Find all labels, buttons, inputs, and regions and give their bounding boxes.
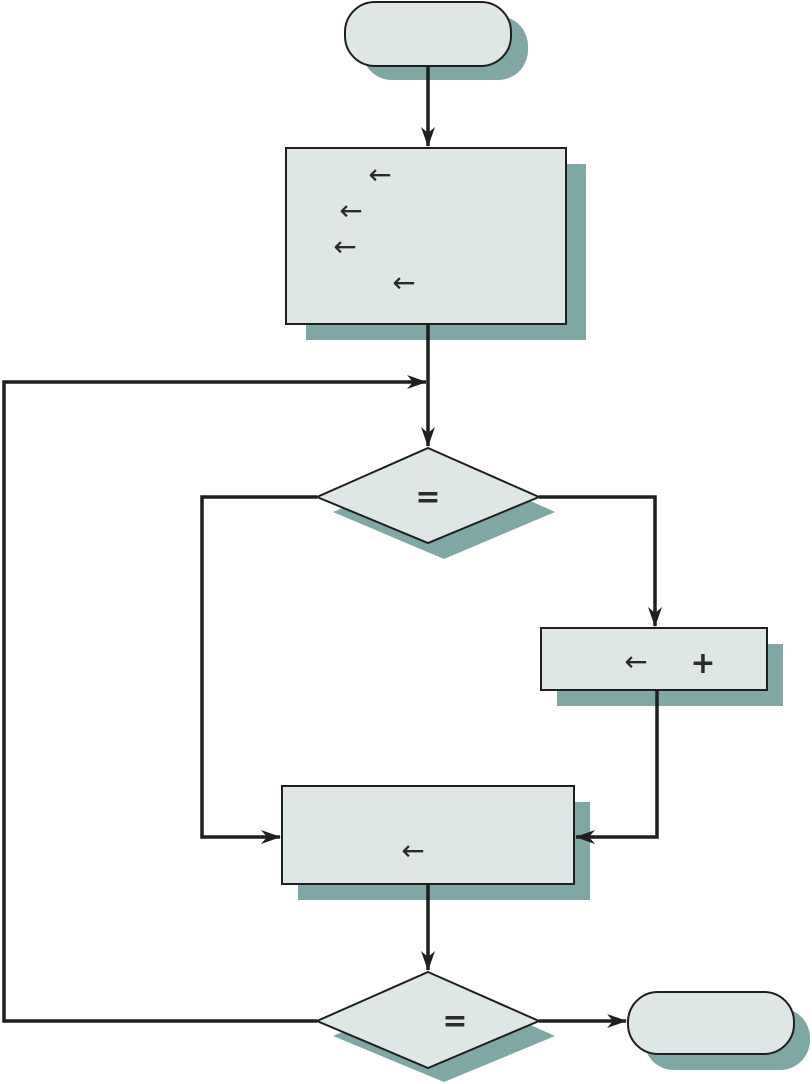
init-assign-arrow-1: ←	[368, 158, 391, 191]
initialization-block	[285, 147, 567, 325]
decision-2-equals: =	[442, 1004, 467, 1039]
init-assign-arrow-2: ←	[339, 194, 362, 227]
end-terminator	[627, 991, 795, 1055]
start-terminator	[344, 1, 512, 67]
connector-decision-1-to-process	[200, 495, 317, 844]
process-assign-arrow: ←	[401, 834, 424, 867]
update-block	[540, 627, 768, 691]
init-assign-arrow-3: ←	[333, 230, 356, 263]
decision-diamond-2	[314, 970, 542, 1070]
update-plus-sign: +	[690, 646, 715, 681]
decision-diamond-1	[314, 446, 542, 545]
connector-loop-back	[2, 375, 427, 1023]
update-assign-arrow: ←	[624, 645, 647, 678]
connector-decision-1-to-update	[539, 495, 662, 627]
decision-1-equals: =	[415, 480, 440, 515]
connector-update-to-process	[575, 690, 659, 844]
init-assign-arrow-4: ←	[392, 266, 415, 299]
process-block	[281, 785, 575, 885]
connectors	[2, 66, 662, 1028]
